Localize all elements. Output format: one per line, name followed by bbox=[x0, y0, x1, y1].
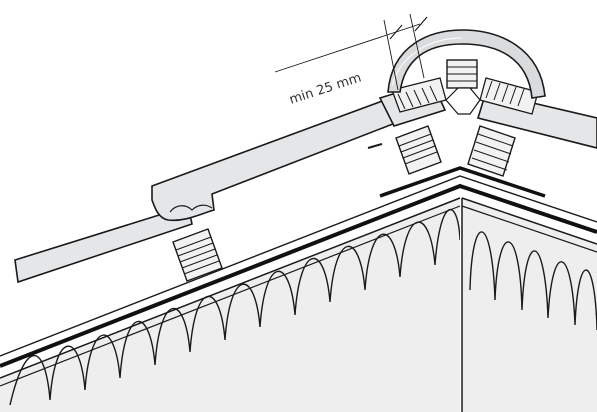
dimension-label: min 25 mm bbox=[288, 70, 364, 107]
insulation-left bbox=[0, 197, 461, 412]
underlay-membrane bbox=[0, 166, 597, 387]
ridge-seal-right bbox=[479, 77, 539, 115]
ridge-batten bbox=[446, 59, 478, 89]
roof-tile-left-lower bbox=[14, 204, 193, 284]
batten-left-upper bbox=[395, 125, 442, 175]
ridge-gap bbox=[445, 87, 481, 115]
tile-clip bbox=[367, 143, 383, 149]
batten-left-lower bbox=[172, 228, 223, 282]
insulation-right bbox=[461, 197, 597, 412]
batten-right bbox=[467, 125, 516, 177]
roof-tile-left-upper bbox=[151, 99, 400, 222]
